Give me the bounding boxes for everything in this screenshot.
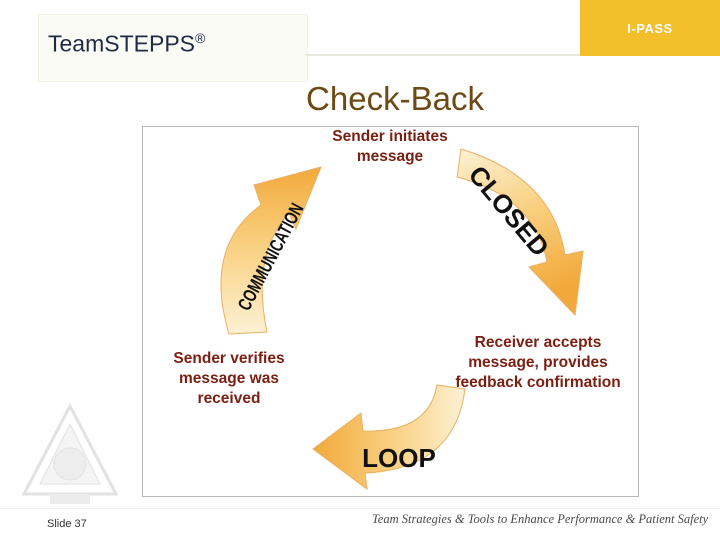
loop-arrow-label: LOOP (362, 443, 436, 473)
slide-title: Check-Back (306, 80, 484, 117)
footer-tagline: Team Strategies & Tools to Enhance Perfo… (372, 512, 709, 526)
ipass-tab-label: I-PASS (627, 20, 673, 36)
check-back-diagram: COMMUNICATION CLOSED LOOP Sender initiat… (142, 126, 639, 497)
communication-arrow (220, 166, 322, 335)
node-receiver-accepts: Receiver accepts message, provides feedb… (455, 333, 621, 393)
brand-logo-text: TeamSTEPPS® (48, 30, 205, 58)
node-sender-initiates: Sender initiates message (317, 127, 463, 167)
closed-arrow (456, 148, 584, 317)
teamstepps-watermark-icon (21, 402, 119, 504)
node-receiver-accepts-label: Receiver accepts message, provides feedb… (455, 334, 621, 391)
cycle-diagram-svg: COMMUNICATION CLOSED LOOP (220, 148, 584, 491)
loop-arrow (312, 384, 466, 491)
slide-number: Slide 37 (47, 518, 87, 530)
header-divider (305, 54, 581, 56)
node-sender-verifies-label: Sender verifies message was received (173, 350, 285, 407)
brand-header (38, 14, 308, 82)
brand-text-stepps: STEPPS (104, 30, 196, 57)
footer-divider (0, 508, 720, 509)
brand-text-team: Team (48, 30, 105, 57)
registered-mark: ® (195, 30, 206, 46)
ipass-tab[interactable]: I-PASS (580, 0, 720, 56)
node-sender-initiates-label: Sender initiates message (332, 128, 448, 165)
node-sender-verifies: Sender verifies message was received (161, 349, 297, 409)
